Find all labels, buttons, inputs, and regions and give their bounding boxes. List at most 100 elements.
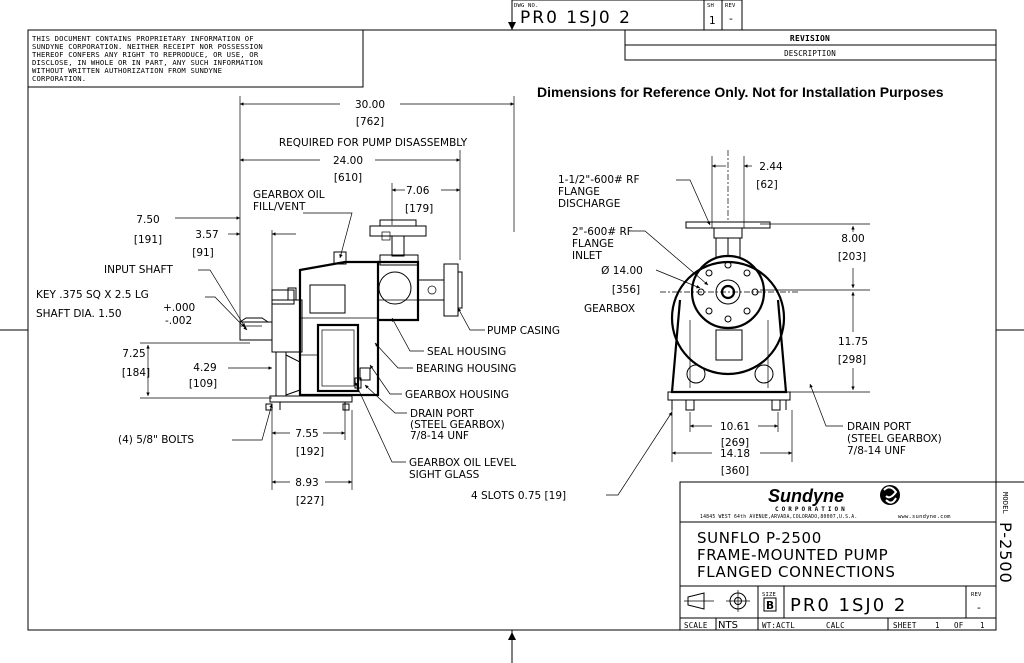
side-view-pump	[239, 219, 463, 411]
dim-755-mm: [192]	[296, 446, 324, 458]
inlet-label: 2"-600# RF	[572, 226, 633, 238]
notice-line: SUNDYNE CORPORATION. NEITHER RECEIPT NOR…	[32, 42, 263, 51]
notice-line: DISCLOSE, IN WHOLE OR IN PART, ANY SUCH …	[32, 58, 263, 67]
dim-706-mm: [179]	[405, 203, 433, 215]
dim-diameter-label: Ø 14.00	[601, 265, 643, 277]
dim-893-mm: [227]	[296, 495, 324, 507]
drawing-title-1: SUNFLO P-2500	[697, 529, 822, 547]
side-view-callouts: PUMP CASING SEAL HOUSING BEARING HOUSING…	[354, 307, 560, 481]
drawing-title-2: FRAME-MOUNTED PUMP	[697, 546, 888, 564]
gearbox-front-label: GEARBOX	[584, 303, 635, 315]
dim-1175-mm: [298]	[838, 354, 866, 366]
dim-30-label: 30.00	[355, 99, 385, 111]
sheet-label: SHEET	[893, 621, 917, 630]
bolts-label: (4) 5/8" BOLTS	[118, 434, 194, 446]
drain-front-label-3: 7/8-14 UNF	[847, 445, 906, 457]
dim-755-label: 7.55	[295, 428, 318, 440]
size-label: SIZE	[762, 592, 776, 598]
sight-glass-label: GEARBOX OIL LEVEL	[409, 457, 516, 469]
notice-line: WITHOUT WRITTEN AUTHORIZATION FROM SUNDY…	[32, 66, 222, 75]
dim-429-mm: [109]	[189, 378, 217, 390]
title-rev-label: REV	[971, 592, 982, 598]
of-label: OF	[954, 621, 964, 630]
disassembly-note: REQUIRED FOR PUMP DISASSEMBLY	[279, 137, 468, 149]
top-rev-label: REV	[725, 3, 736, 9]
drawing-title-3: FLANGED CONNECTIONS	[697, 563, 895, 581]
scale-label: SCALE	[684, 621, 708, 630]
drain-port-label-2: (STEEL GEARBOX)	[410, 419, 505, 431]
dim-244-mm: [62]	[756, 179, 778, 191]
model-value: P-2500	[996, 522, 1015, 584]
front-view-pump	[660, 150, 800, 411]
dim-1418-label: 14.18	[720, 448, 750, 460]
dim-30-mm: [762]	[356, 116, 384, 128]
notice-line: THIS DOCUMENT CONTAINS PROPRIETARY INFOR…	[32, 34, 254, 43]
drain-port-label-3: 7/8-14 UNF	[410, 430, 469, 442]
dim-1061-label: 10.61	[720, 421, 750, 433]
company-website: www.sundyne.com	[898, 514, 951, 520]
title-rev: -	[977, 602, 981, 614]
dim-24-mm: [610]	[334, 172, 362, 184]
top-sheet: 1	[709, 15, 716, 27]
notice-line: THEREOF CONFERS ANY RIGHT TO REPRODUCE, …	[32, 50, 259, 59]
dim-429-label: 4.29	[193, 362, 216, 374]
top-sheet-label: SH	[707, 3, 714, 9]
revision-description: DESCRIPTION	[784, 49, 836, 58]
dim-1418-mm: [360]	[721, 465, 749, 477]
title-block: Sundyne CORPORATION 14845 WEST 64th AVEN…	[679, 481, 1024, 631]
company-logo-sub: CORPORATION	[775, 506, 848, 513]
dim-357-mm: [91]	[192, 247, 214, 259]
gearbox-housing-label: GEARBOX HOUSING	[405, 389, 509, 401]
sight-glass-label-2: SIGHT GLASS	[409, 469, 480, 481]
seal-housing-label: SEAL HOUSING	[427, 346, 506, 358]
top-dwg-no-label: DWG NO.	[514, 3, 539, 9]
revision-block: REVISION DESCRIPTION	[624, 29, 997, 61]
input-shaft-label: INPUT SHAFT	[104, 264, 173, 276]
dim-diameter-mm: [356]	[612, 284, 640, 296]
side-view-dimensions: 30.00 [762] REQUIRED FOR PUMP DISASSEMBL…	[36, 96, 515, 507]
calc-label: CALC	[826, 621, 845, 630]
slots-label: 4 SLOTS 0.75 [19]	[471, 490, 566, 502]
notice-line: CORPORATION.	[32, 74, 86, 83]
company-address: 14845 WEST 64th AVENUE,ARVADA,COLORADO,8…	[700, 514, 858, 520]
discharge-label-3: DISCHARGE	[558, 198, 620, 210]
inlet-label-3: INLET	[572, 250, 602, 262]
third-angle-projection-icon	[684, 590, 750, 612]
dim-725-label: 7.25	[122, 348, 145, 360]
dim-800-label: 8.00	[841, 233, 864, 245]
proprietary-notice: THIS DOCUMENT CONTAINS PROPRIETARY INFOR…	[27, 29, 364, 88]
company-logo-icon	[880, 485, 900, 505]
gearbox-fill-label-2: FILL/VENT	[253, 201, 306, 213]
key-label: KEY .375 SQ X 2.5 LG	[36, 289, 149, 301]
dim-750-mm: [191]	[134, 234, 162, 246]
tolerance-plus: +.000	[163, 302, 195, 314]
top-rev: -	[729, 13, 733, 25]
front-view-dimensions: 2.44 [62] 1-1/2"-600# RF FLANGE DISCHARG…	[471, 156, 942, 502]
weight-label: WT:ACTL	[762, 621, 795, 630]
title-dwg-no: PR0 1SJ0 2	[790, 595, 907, 616]
drain-port-label: DRAIN PORT	[410, 408, 475, 420]
top-dwg-no: PR0 1SJ0 2	[520, 8, 632, 28]
dim-357-label: 3.57	[195, 229, 218, 241]
drain-front-label-2: (STEEL GEARBOX)	[847, 433, 942, 445]
dim-725-mm: [184]	[122, 367, 150, 379]
shaft-dia-label: SHAFT DIA. 1.50	[36, 308, 122, 320]
reference-note: Dimensions for Reference Only. Not for I…	[537, 84, 944, 100]
dim-800-mm: [203]	[838, 251, 866, 263]
dim-24-label: 24.00	[333, 155, 363, 167]
discharge-label-2: FLANGE	[558, 186, 600, 198]
company-logo-text: Sundyne	[768, 486, 844, 506]
dim-1061-mm: [269]	[721, 437, 749, 449]
revision-header: REVISION	[790, 34, 830, 43]
sheet-value: 1	[935, 621, 940, 630]
dim-706-label: 7.06	[406, 185, 430, 197]
of-value: 1	[980, 621, 985, 630]
tolerance-minus: -.002	[165, 315, 192, 327]
inlet-label-2: FLANGE	[572, 238, 614, 250]
dim-1175-label: 11.75	[838, 336, 868, 348]
size-value: B	[766, 600, 774, 612]
dim-893-label: 8.93	[295, 477, 318, 489]
model-label: MODEL	[1001, 492, 1009, 514]
dim-244-label: 2.44	[759, 161, 783, 173]
